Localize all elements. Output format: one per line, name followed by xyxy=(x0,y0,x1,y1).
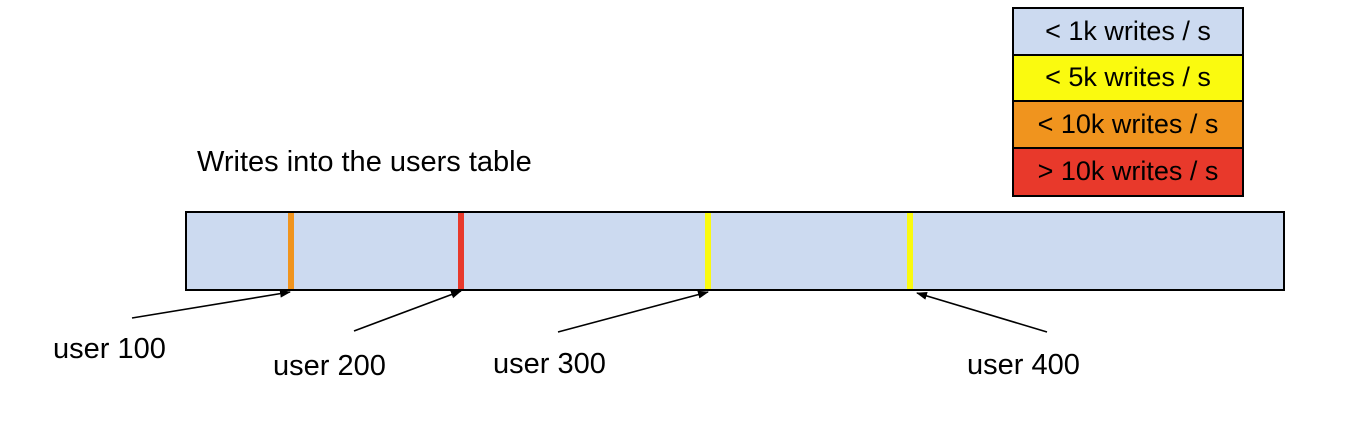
hotspot-marker-user-100 xyxy=(288,213,295,289)
hotspot-marker-user-400 xyxy=(907,213,914,289)
diagram-title: Writes into the users table xyxy=(197,146,532,178)
arrow-user-400 xyxy=(916,292,1048,333)
arrow-user-100 xyxy=(131,289,291,319)
user-100-label: user 100 xyxy=(53,333,166,365)
legend-label-lt-10k: < 10k writes / s xyxy=(1037,108,1219,139)
legend-label-lt-1k: < 1k writes / s xyxy=(1045,15,1211,46)
user-300-label: user 300 xyxy=(493,348,606,380)
user-200-label: user 200 xyxy=(273,350,386,382)
legend-row-lt-5k: < 5k writes / s xyxy=(1014,55,1242,102)
hotspot-marker-user-300 xyxy=(704,213,711,289)
users-table-bar xyxy=(185,211,1285,291)
legend-label-lt-5k: < 5k writes / s xyxy=(1045,62,1211,93)
legend-row-gt-10k: > 10k writes / s xyxy=(1014,148,1242,195)
legend-row-lt-10k: < 10k writes / s xyxy=(1014,102,1242,149)
arrow-user-200 xyxy=(353,290,462,332)
legend-label-gt-10k: > 10k writes / s xyxy=(1037,156,1219,187)
arrow-user-300 xyxy=(557,290,709,333)
write-rate-legend: < 1k writes / s < 5k writes / s < 10k wr… xyxy=(1012,7,1244,197)
hotspot-marker-user-200 xyxy=(458,213,464,289)
legend-row-lt-1k: < 1k writes / s xyxy=(1014,9,1242,56)
user-400-label: user 400 xyxy=(967,349,1080,381)
